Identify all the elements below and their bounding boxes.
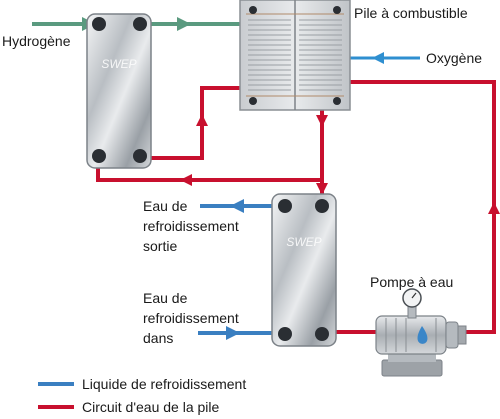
svg-text:dans: dans xyxy=(143,330,173,346)
coolant-out-label: Eau de refroidissement sortie xyxy=(143,198,239,254)
hydrogen-label: Hydrogène xyxy=(2,33,71,49)
brand-logo-top: SWEP xyxy=(101,57,136,71)
oxygen-line xyxy=(350,52,420,64)
svg-text:Liquide de refroidissement: Liquide de refroidissement xyxy=(82,376,246,392)
oxygen-label: Oxygène xyxy=(426,50,482,66)
brand-logo-bottom: SWEP xyxy=(286,235,321,249)
water-pump xyxy=(375,288,467,377)
legend: Liquide de refroidissement Circuit d'eau… xyxy=(38,376,246,415)
stack-water-circuit xyxy=(96,80,500,334)
svg-text:Eau de: Eau de xyxy=(143,198,188,214)
svg-text:refroidissement: refroidissement xyxy=(143,310,239,326)
svg-text:Circuit d'eau de la pile: Circuit d'eau de la pile xyxy=(82,399,220,415)
heat-exchanger-top: SWEP xyxy=(86,13,152,169)
pump-label: Pompe à eau xyxy=(370,274,453,290)
fuel-cell-label: Pile à combustible xyxy=(354,5,468,21)
fuel-cell-stack xyxy=(239,0,351,111)
coolant-in-label: Eau de refroidissement dans xyxy=(143,290,239,346)
svg-text:sortie: sortie xyxy=(143,238,177,254)
svg-text:Eau de: Eau de xyxy=(143,290,188,306)
legend-item-coolant: Liquide de refroidissement xyxy=(38,376,246,392)
svg-text:refroidissement: refroidissement xyxy=(143,218,239,234)
heat-exchanger-bottom: SWEP xyxy=(271,193,337,347)
legend-item-stack-circuit: Circuit d'eau de la pile xyxy=(38,399,220,415)
